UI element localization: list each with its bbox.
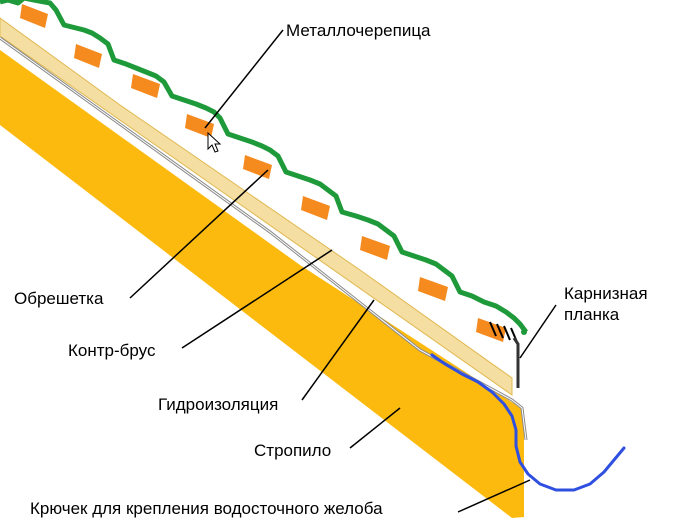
mouse-pointer-icon bbox=[207, 131, 222, 153]
batten bbox=[243, 155, 272, 179]
batten bbox=[360, 236, 390, 260]
leader-rafter bbox=[349, 407, 401, 449]
label-metal-tile: Металлочерепица bbox=[286, 21, 431, 40]
leader-eaves-strip bbox=[519, 304, 557, 359]
battens-group bbox=[20, 4, 506, 342]
label-waterproofing: Гидроизоляция bbox=[158, 395, 278, 414]
label-counter-batten: Контр-брус bbox=[68, 341, 156, 360]
leader-waterproofing bbox=[301, 299, 375, 401]
counter-batten-shape bbox=[0, 17, 513, 396]
label-battens: Обрешетка bbox=[14, 289, 104, 308]
batten bbox=[301, 196, 330, 220]
batten bbox=[131, 74, 160, 98]
rafter-shape bbox=[0, 50, 524, 518]
label-eaves-strip-line1: Карнизная bbox=[564, 284, 648, 303]
label-eaves-strip-line2: планка bbox=[564, 305, 620, 324]
leader-battens bbox=[129, 169, 269, 299]
leader-gutter-hook bbox=[457, 479, 531, 513]
batten bbox=[74, 44, 102, 68]
metal-tile-end-dot bbox=[521, 329, 527, 335]
label-gutter-hook: Крючек для крепления водосточного желоба bbox=[30, 499, 383, 518]
batten bbox=[20, 4, 48, 28]
gutter-hook-shape bbox=[430, 353, 626, 492]
eaves-strip-shape bbox=[512, 337, 520, 388]
label-rafter: Стропило bbox=[254, 441, 331, 460]
leader-lines bbox=[129, 29, 557, 513]
leader-metal-tile bbox=[204, 29, 284, 129]
batten bbox=[418, 277, 448, 301]
metal-tile-profile bbox=[0, 0, 528, 334]
batten bbox=[185, 114, 214, 138]
leader-counter-batten bbox=[181, 249, 333, 349]
batten bbox=[476, 318, 506, 342]
